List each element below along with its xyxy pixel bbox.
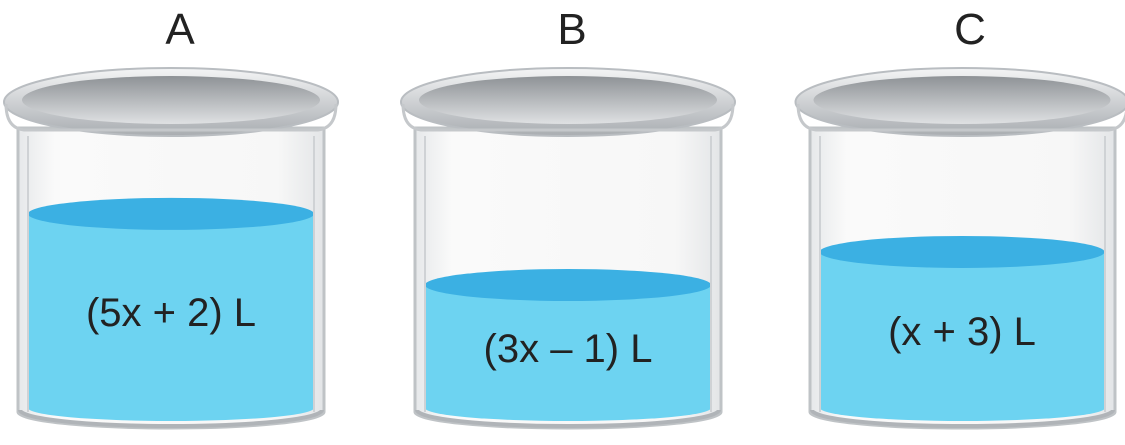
- beaker-b-liquid: [425, 285, 711, 421]
- beaker-b-volume-label: (3x – 1) L: [483, 326, 653, 371]
- beaker-a-liquid: [28, 213, 314, 421]
- beaker-b-rim-lip: [401, 103, 735, 132]
- beaker-b-opening: [419, 76, 717, 124]
- beaker-c-opening: [813, 76, 1111, 124]
- beaker-c-volume-label: (x + 3) L: [888, 309, 1036, 354]
- beaker-a-liquid-surface: [28, 197, 314, 230]
- beaker-c-rim-lip: [796, 103, 1125, 132]
- beaker-b-base: [415, 409, 721, 428]
- beaker-c-base: [810, 409, 1115, 428]
- beaker-label-c: C: [954, 5, 986, 54]
- beaker-c-liquid-surface: [819, 235, 1105, 268]
- beaker-b-liquid-surface: [425, 269, 711, 301]
- beaker-a-base: [18, 409, 324, 428]
- beaker-c-liquid: [820, 251, 1105, 422]
- beaker-a-volume-label: (5x + 2) L: [85, 290, 257, 335]
- beaker-label-b: B: [557, 5, 587, 54]
- beaker-a-rim-lip: [4, 103, 338, 132]
- beaker-label-a: A: [165, 5, 195, 54]
- beaker-a-opening: [22, 76, 320, 124]
